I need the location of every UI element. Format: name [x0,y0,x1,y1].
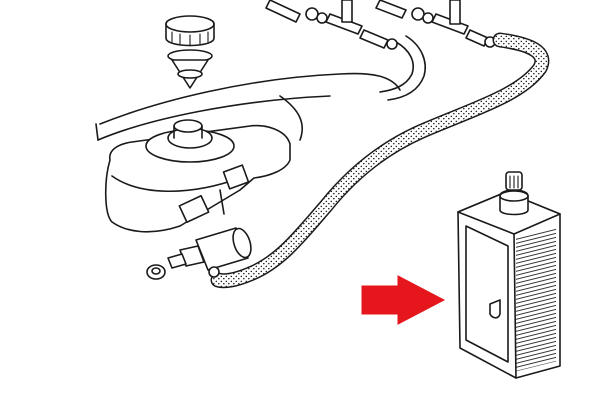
reservoir-cap [165,15,215,89]
screw-cap-with-cone-icon [165,15,215,89]
washer-pump [167,227,252,278]
nozzle-connectors [265,0,496,50]
feed-hose [379,35,426,101]
t-connector-icon [265,0,398,50]
bottle-with-crest-icon [457,171,561,379]
body-panel-lines [95,72,401,141]
fluid-bottle [457,171,561,379]
washer-reservoir [104,119,291,233]
tank-icon [104,119,291,233]
rubber-grommet-icon [146,264,166,280]
pump-motor-icon [167,227,252,278]
grommet [146,264,166,280]
right-arrow-icon [361,275,446,325]
pointer-arrow [361,275,446,325]
washer-hose [210,32,550,289]
